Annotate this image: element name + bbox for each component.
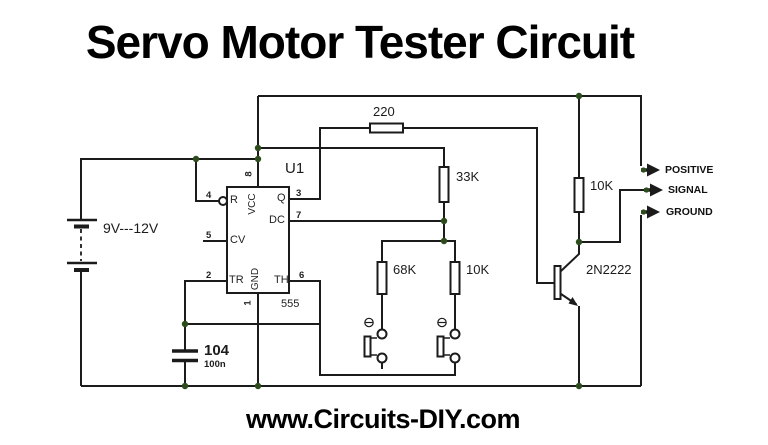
pin-num-7: 7 [296,210,302,221]
resistor-33k [438,166,450,203]
positive-terminal-icon [640,163,660,177]
pin-num-1: 1 [242,300,254,306]
transistor-2n2222 [553,242,580,386]
pin-name-gnd: GND [250,267,261,291]
ground-terminal-icon [640,205,660,219]
ic-part-number: 555 [281,298,300,310]
resistor-10k-output [573,177,585,213]
signal-terminal-icon [643,183,663,197]
pin-name-th: TH [274,274,289,286]
pin-name-r: R [230,194,238,206]
pin-num-3: 3 [296,188,302,199]
pin-name-tr: TR [229,274,244,286]
minus-icon [364,317,374,328]
battery-label: 9V---12V [103,220,159,236]
wires [80,95,644,387]
pin-num-4: 4 [206,190,212,201]
resistor-10k-output-label: 10K [590,178,614,193]
pin-name-q: Q [277,192,286,204]
ic-designator: U1 [285,160,305,177]
resistor-220 [369,122,404,134]
ic-555 [218,186,290,294]
reset-inversion-bubble [218,196,228,206]
resistor-220-label: 220 [373,104,395,119]
capacitor-100n [172,349,198,363]
pin-num-8: 8 [243,171,255,177]
website-footer: www.Circuits-DIY.com [245,404,521,434]
pushbutton-68k [363,317,388,364]
capacitor-value-label: 100n [204,359,226,370]
pin-num-6: 6 [299,270,305,281]
transistor-label: 2N2222 [586,262,632,277]
capacitor-code-label: 104 [204,342,230,359]
minus-icon [437,317,447,328]
pin-num-2: 2 [206,270,212,281]
battery [67,218,97,272]
resistor-10k-timing [449,261,461,295]
pin-name-cv: CV [230,234,246,246]
page-title: Servo Motor Tester Circuit [85,16,635,68]
pin-name-vcc: VCC [247,193,258,215]
pin-num-5: 5 [206,230,212,241]
junction-dots [181,92,583,390]
resistor-68k-label: 68K [393,262,417,277]
pushbutton-10k [436,317,461,364]
output-positive-label: POSITIVE [665,164,714,176]
resistor-68k [376,261,388,295]
output-ground-label: GROUND [666,206,713,218]
resistor-10k-timing-label: 10K [466,262,490,277]
output-signal-label: SIGNAL [668,184,708,196]
resistor-33k-label: 33K [456,169,480,184]
pin-name-dc: DC [269,214,285,226]
